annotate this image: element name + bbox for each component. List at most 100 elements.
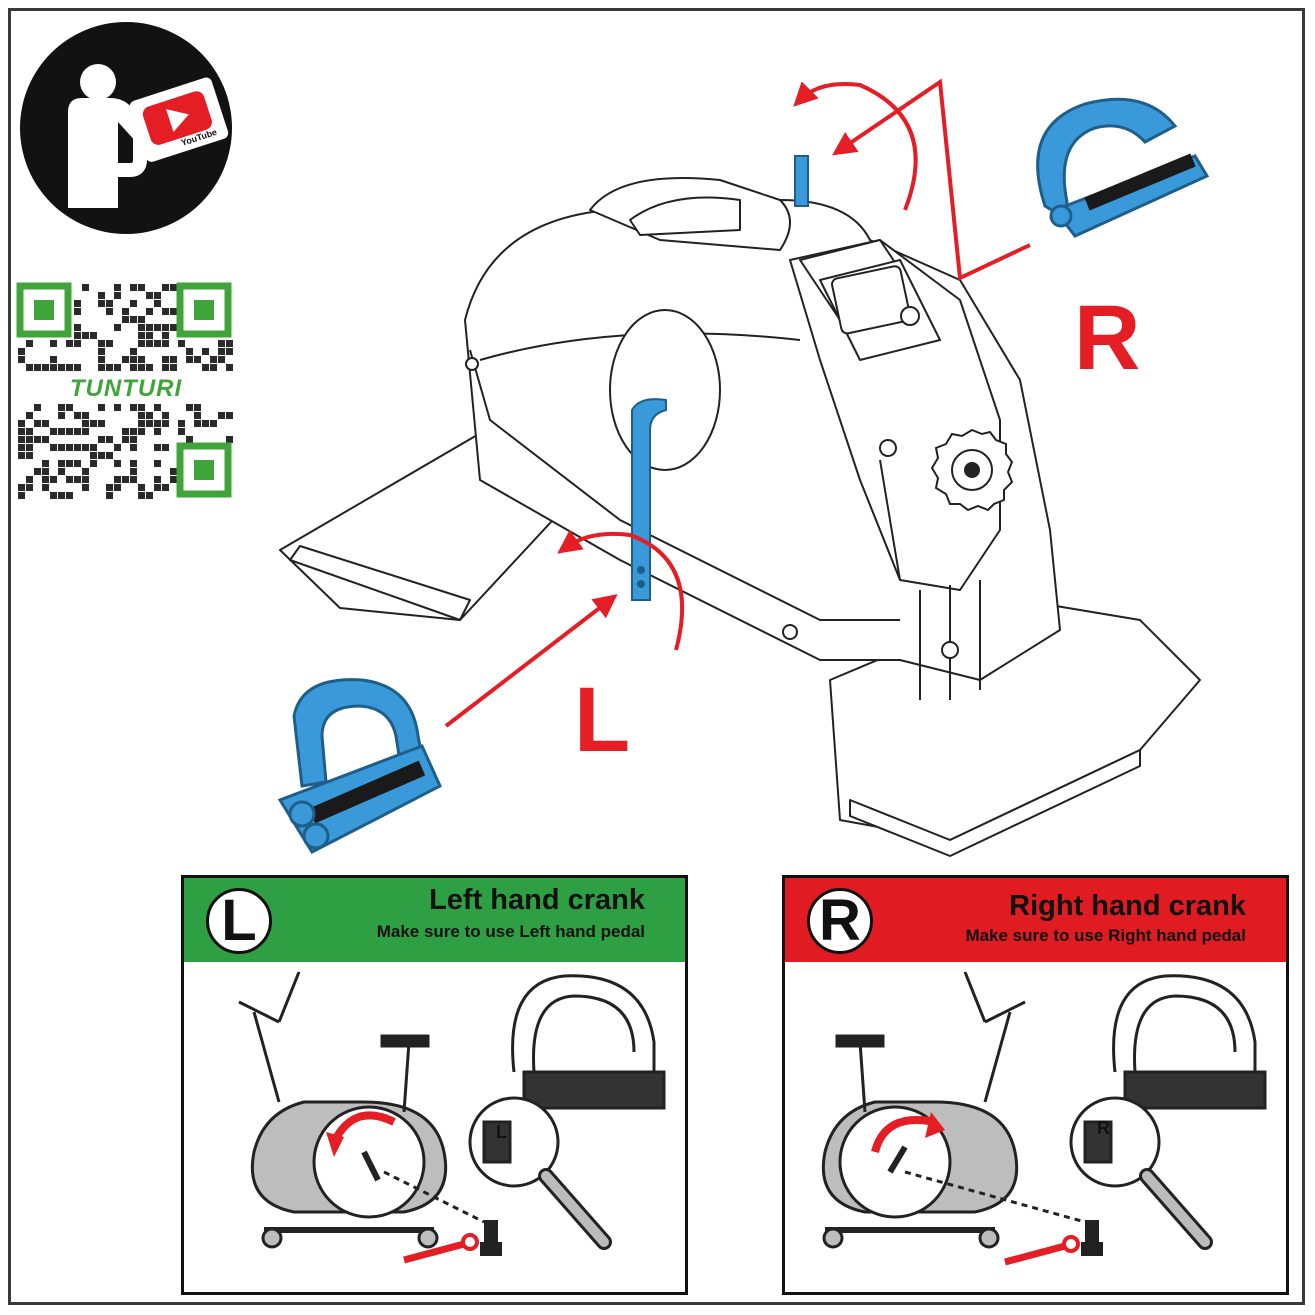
- right-panel-subtitle: Make sure to use Right hand pedal: [965, 926, 1246, 945]
- qr-module: [42, 420, 49, 427]
- qr-module: [154, 300, 161, 307]
- qr-module: [162, 356, 169, 363]
- qr-module: [162, 324, 169, 331]
- qr-module: [162, 340, 169, 347]
- qr-module: [114, 484, 121, 491]
- qr-module: [82, 444, 89, 451]
- qr-module: [98, 404, 105, 411]
- qr-module: [106, 484, 113, 491]
- qr-module: [90, 332, 97, 339]
- qr-module: [146, 492, 153, 499]
- left-pedal-image: [277, 678, 442, 854]
- qr-module: [154, 476, 161, 483]
- qr-module: [98, 348, 105, 355]
- qr-module: [130, 460, 137, 467]
- qr-module: [18, 444, 25, 451]
- qr-module: [194, 356, 201, 363]
- qr-module: [74, 324, 81, 331]
- qr-module: [58, 444, 65, 451]
- qr-module: [42, 484, 49, 491]
- qr-module: [194, 404, 201, 411]
- qr-module: [138, 428, 145, 435]
- qr-module: [162, 420, 169, 427]
- qr-module: [98, 452, 105, 459]
- qr-module: [26, 444, 33, 451]
- right-panel-header: R Right hand crank Make sure to use Righ…: [785, 878, 1286, 962]
- qr-module: [130, 436, 137, 443]
- qr-module: [170, 468, 177, 475]
- qr-module: [26, 476, 33, 483]
- qr-module: [74, 308, 81, 315]
- qr-module: [154, 428, 161, 435]
- qr-module: [194, 420, 201, 427]
- qr-module: [106, 436, 113, 443]
- rotate-arrow-icon: [330, 1111, 396, 1144]
- qr-finder-center: [34, 300, 54, 320]
- qr-module: [138, 356, 145, 363]
- qr-module: [210, 356, 217, 363]
- qr-module: [34, 364, 41, 371]
- qr-module: [130, 300, 137, 307]
- qr-module: [122, 308, 129, 315]
- qr-module: [26, 364, 33, 371]
- qr-module: [26, 436, 33, 443]
- qr-module: [162, 364, 169, 371]
- qr-module: [130, 348, 137, 355]
- qr-module: [82, 284, 89, 291]
- qr-module: [18, 436, 25, 443]
- qr-module: [66, 404, 73, 411]
- qr-module: [114, 364, 121, 371]
- qr-module: [226, 340, 233, 347]
- qr-module: [42, 476, 49, 483]
- qr-module: [138, 364, 145, 371]
- qr-module: [34, 404, 41, 411]
- qr-module: [138, 324, 145, 331]
- qr-module: [18, 356, 25, 363]
- qr-module: [18, 420, 25, 427]
- upright-bike-icon: [238, 971, 485, 1249]
- qr-module: [226, 348, 233, 355]
- qr-module: [186, 348, 193, 355]
- qr-module: [26, 412, 33, 419]
- qr-module: [218, 412, 225, 419]
- qr-module: [130, 428, 137, 435]
- right-label: R: [1074, 287, 1141, 389]
- crank-part: [480, 1220, 502, 1256]
- qr-module: [210, 364, 217, 371]
- right-panel-title: Right hand crank: [1009, 890, 1246, 922]
- qr-module: [170, 356, 177, 363]
- qr-module: [106, 300, 113, 307]
- qr-module: [170, 308, 177, 315]
- qr-module: [226, 436, 233, 443]
- read-manual-icon: YouTube: [20, 22, 232, 234]
- qr-module: [138, 484, 145, 491]
- qr-module: [186, 404, 193, 411]
- qr-module: [194, 412, 201, 419]
- qr-module: [170, 476, 177, 483]
- qr-module: [146, 412, 153, 419]
- qr-finder: [176, 442, 232, 498]
- qr-module: [66, 476, 73, 483]
- qr-module: [202, 364, 209, 371]
- qr-module: [58, 364, 65, 371]
- qr-module: [130, 468, 137, 475]
- qr-module: [34, 436, 41, 443]
- qr-module: [154, 444, 161, 451]
- qr-module: [162, 332, 169, 339]
- qr-module: [130, 316, 137, 323]
- qr-module: [146, 340, 153, 347]
- qr-module: [50, 476, 57, 483]
- qr-module: [146, 364, 153, 371]
- qr-module: [186, 436, 193, 443]
- qr-module: [42, 364, 49, 371]
- qr-module: [74, 444, 81, 451]
- qr-module: [98, 364, 105, 371]
- qr-module: [58, 492, 65, 499]
- qr-module: [138, 284, 145, 291]
- qr-module: [106, 308, 113, 315]
- qr-module: [114, 404, 121, 411]
- qr-module: [202, 348, 209, 355]
- qr-finder-center: [194, 460, 214, 480]
- qr-module: [66, 492, 73, 499]
- qr-module: [74, 412, 81, 419]
